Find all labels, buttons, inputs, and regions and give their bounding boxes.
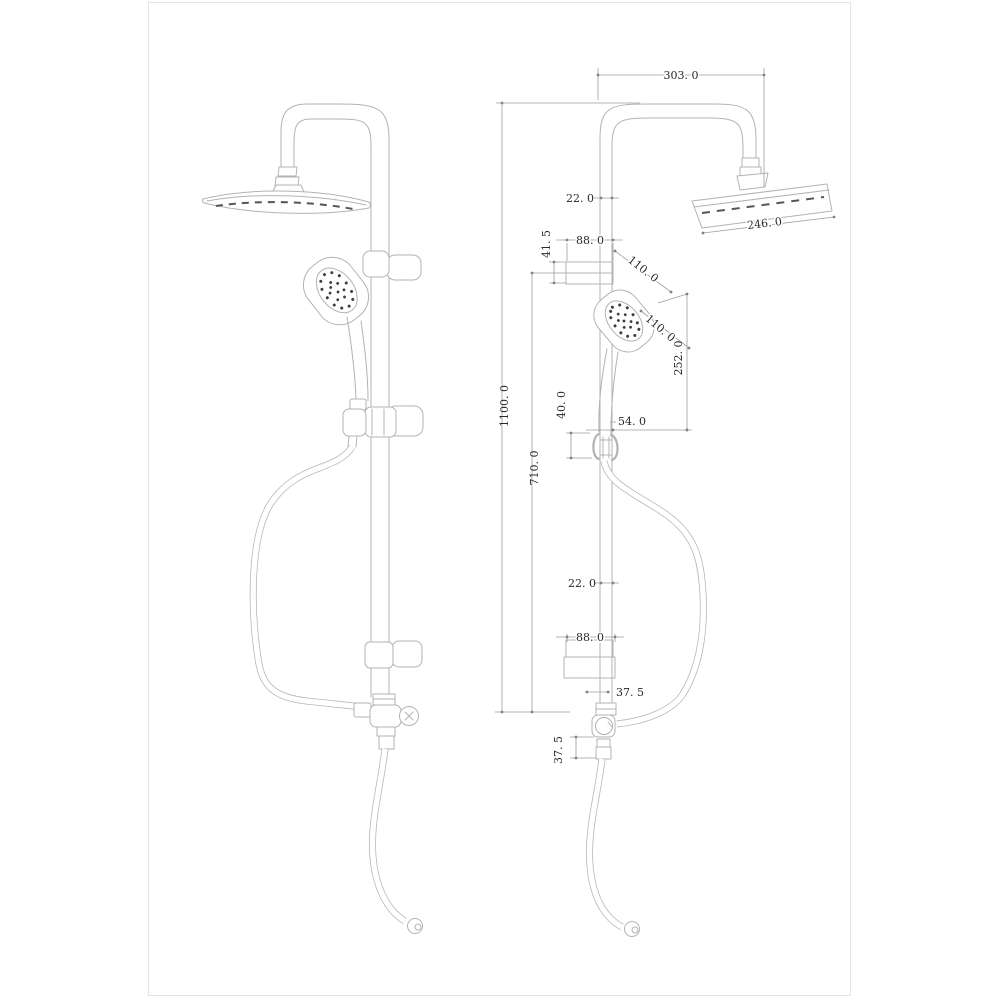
dim-label-88-top: 88. 0 [576,234,604,247]
outlet-connector [596,738,611,748]
dim-label-22-bottom: 22. 0 [568,577,596,590]
hand-shower-nozzles [609,303,641,338]
rain-head-nozzles [215,201,359,211]
drawing-frame [148,2,851,996]
shower-arm-inner [611,117,744,177]
holder-bracket [386,254,422,281]
slider-detail [371,408,385,436]
diverter-body [369,704,402,728]
shower-arm-outer [280,103,390,169]
dim-label-22-top: 22. 0 [566,192,594,205]
arm-connector [277,166,298,177]
shower-arm-inner [293,118,372,169]
slider-right [609,433,619,462]
perspective-view [201,103,424,934]
lower-bracket-knob [391,640,423,668]
lower-bracket [563,656,616,679]
handle-connector [349,398,367,411]
outlet-nut [595,746,612,760]
dim-label-37-5-bottom: 37. 5 [552,736,565,764]
rain-head-rim [206,195,367,206]
dim-label-41-5: 41. 5 [540,230,553,258]
outlet-nut [378,735,395,750]
hand-shower-head [302,256,370,326]
dim-label-40: 40. 0 [555,391,568,419]
diverter-knob [595,717,613,735]
dim-label-37-5-side: 37. 5 [616,686,644,699]
hand-shower-handle [598,348,619,434]
head-mount [736,172,769,191]
lower-bracket [364,641,394,669]
dim-label-303: 303. 0 [664,69,699,82]
slider-left [592,432,601,461]
hose-outlet [342,408,367,437]
front-view [563,103,833,937]
hand-shower-nozzles [319,271,355,310]
inlet-stub [353,702,372,718]
dim-label-88-bottom: 88. 0 [576,631,604,644]
holder-knob [362,250,390,278]
head-stem [741,157,760,168]
slider-body [364,406,397,438]
dim-label-252: 252. 0 [672,341,685,376]
rain-head-nozzles [701,196,825,214]
dim-label-710: 710. 0 [528,451,541,486]
shower-arm-outer [599,103,757,173]
rain-head-rim [693,189,830,208]
hand-shower-head [593,289,655,353]
slider-detail [599,436,613,459]
hand-shower-handle [346,316,369,402]
hose-stub [347,435,358,448]
outlet-connector [376,726,396,737]
dim-label-1100: 1100. 0 [498,385,511,427]
dim-label-246: 246. 0 [746,215,782,232]
dim-label-54: 54. 0 [618,415,646,428]
